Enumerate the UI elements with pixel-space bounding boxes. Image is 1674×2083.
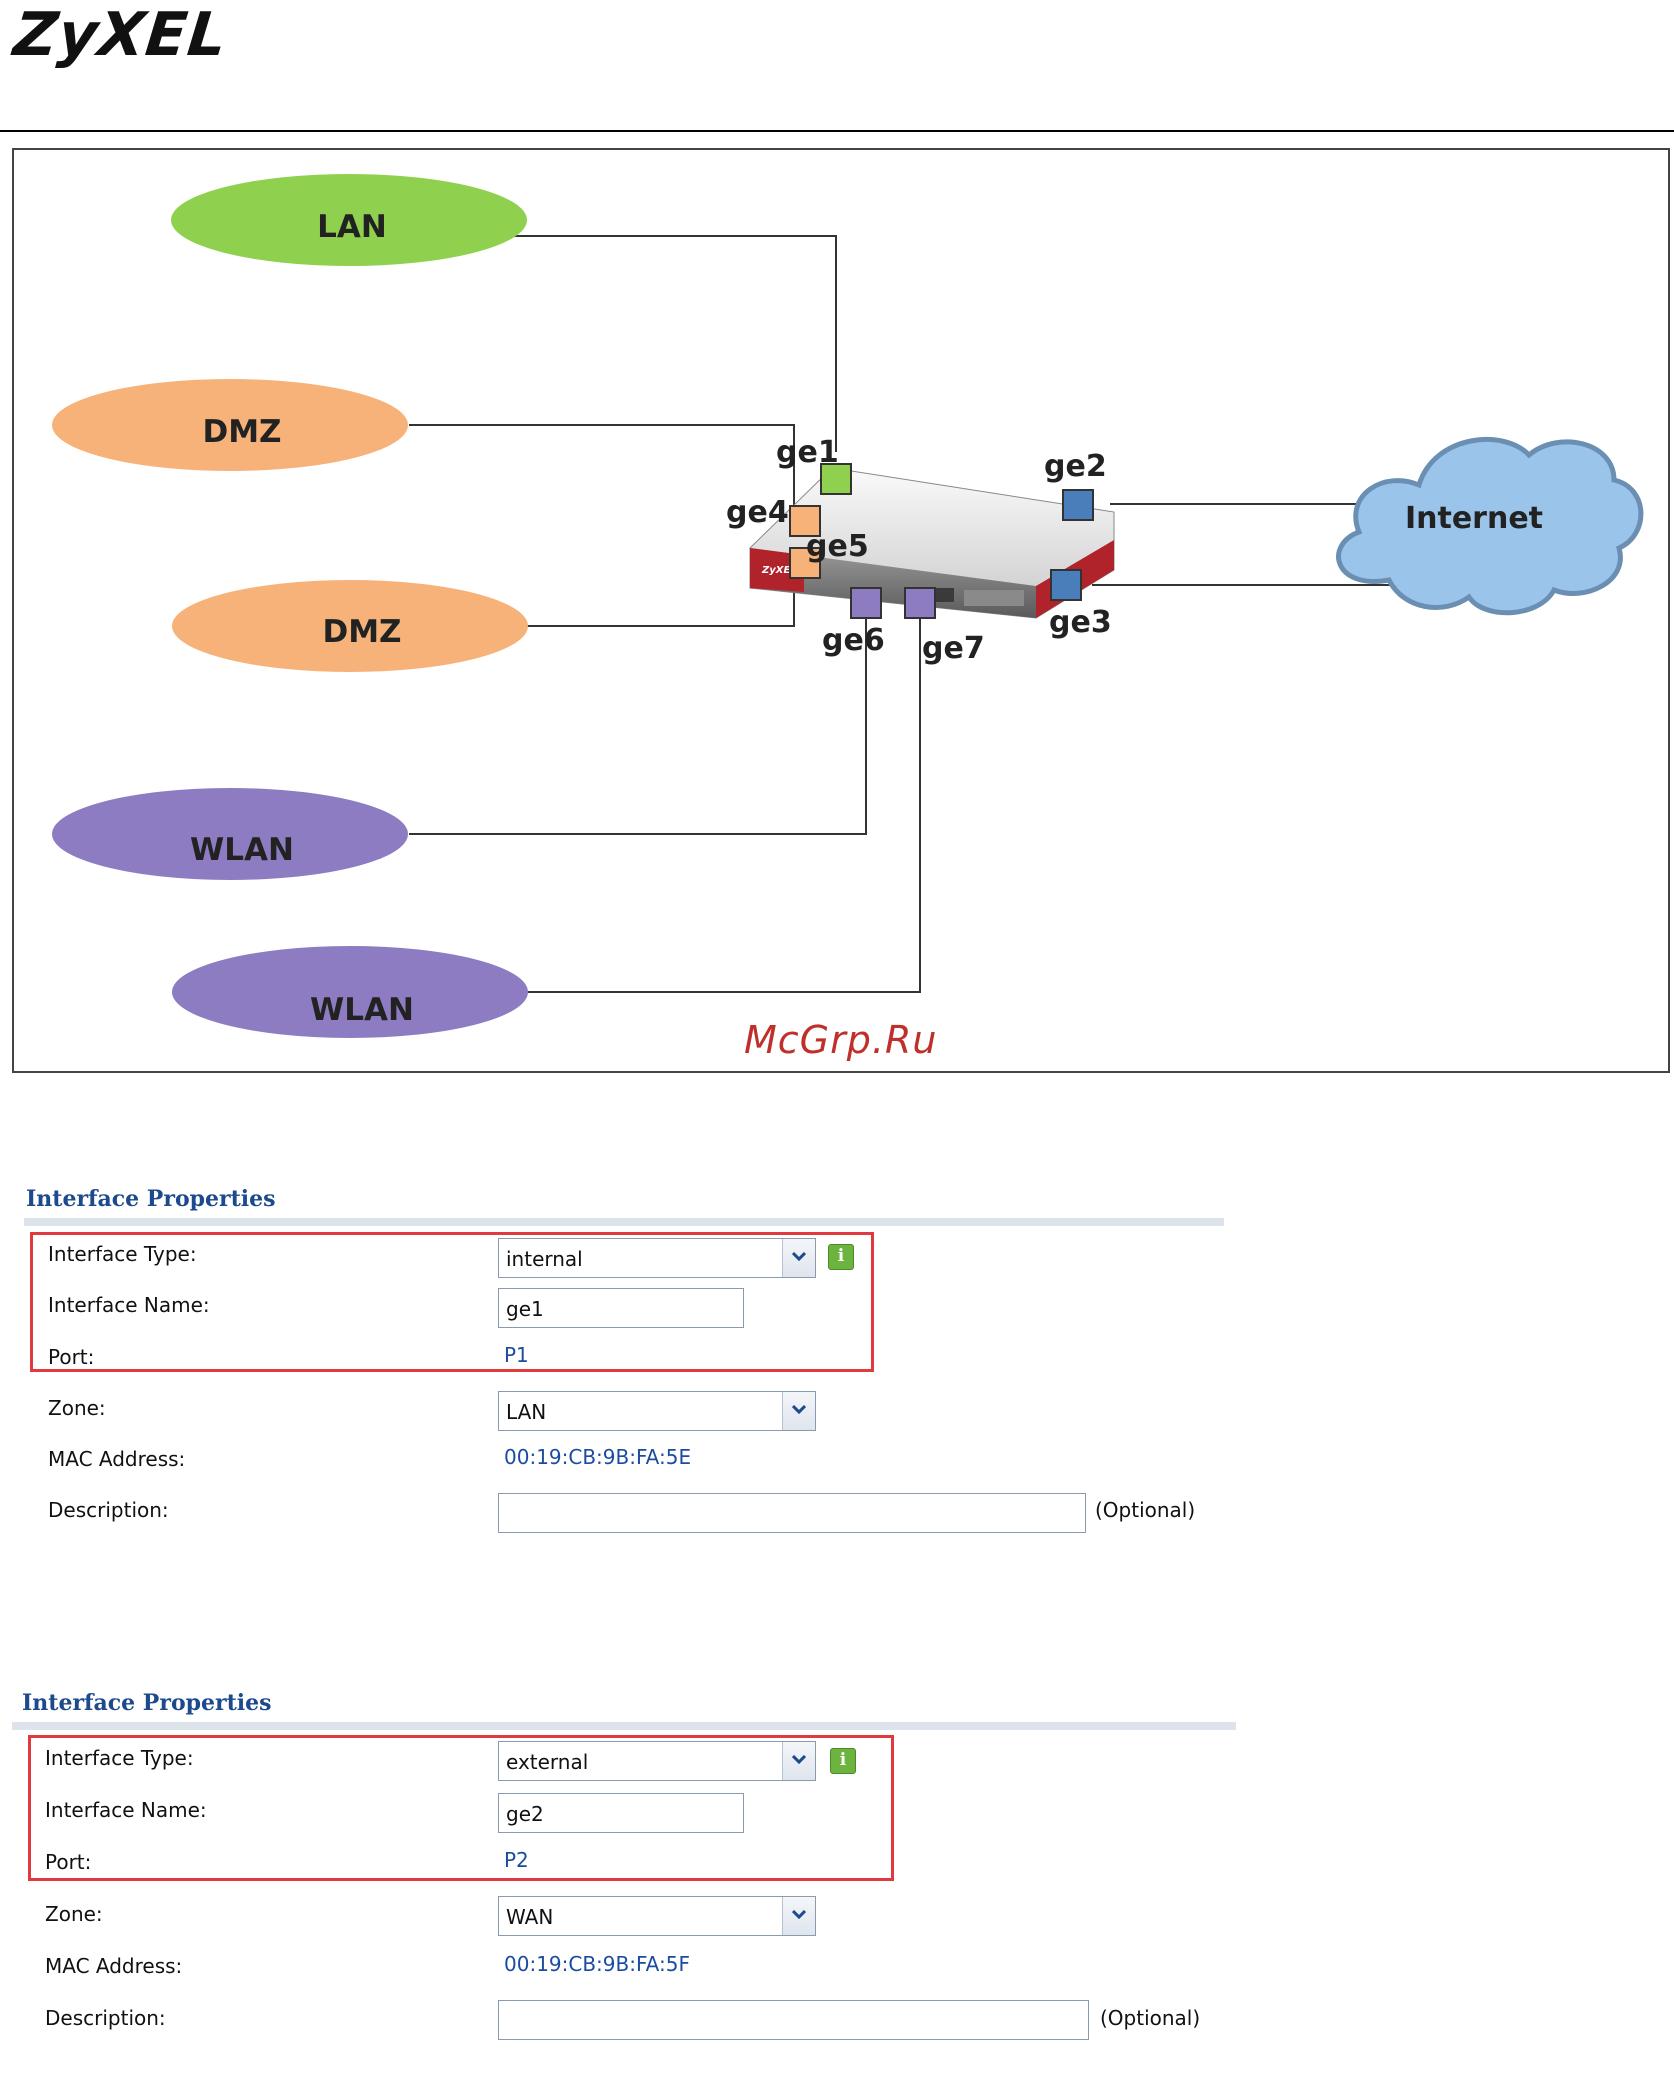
interface-properties-panel-1: Interface Properties Interface Type: int… [24,1186,1234,1536]
interface-properties-panel-2: Interface Properties Interface Type: ext… [12,1690,1236,2040]
description-label: Description: [48,1498,169,1522]
lan-zone-ellipse [171,174,527,266]
mac-address-label: MAC Address: [48,1447,186,1471]
line-lan-ge1 [509,235,837,452]
interface-type-select[interactable]: external [498,1741,816,1781]
port-ge3-square [1050,569,1082,601]
zone-select[interactable]: WAN [498,1896,816,1936]
network-diagram: LAN DMZ DMZ WLAN WLAN ZyXEL ge1 [12,148,1670,1073]
network-diagram-svg: LAN DMZ DMZ WLAN WLAN ZyXEL ge1 [52,174,1644,1038]
port-ge4-label: ge4 [726,495,789,530]
zone-value: LAN [506,1400,547,1424]
panel-title-bar [24,1218,1224,1226]
interface-name-input[interactable]: ge1 [498,1288,744,1328]
panel-title: Interface Properties [26,1186,276,1212]
watermark: McGrp.Ru [744,1018,938,1062]
port-ge5-square [789,547,821,579]
device-brand: ZyXEL [761,565,797,576]
dmz-zone-label-1: DMZ [202,414,281,450]
zone-label: Zone: [45,1902,103,1926]
interface-type-label: Interface Type: [48,1242,197,1266]
highlight-box [30,1232,874,1372]
port-value: P1 [504,1343,529,1367]
port-ge1-square [820,463,852,495]
port-ge2-square [1062,489,1094,521]
wlan-zone-label-1: WLAN [190,832,294,868]
port-value: P2 [504,1848,529,1872]
line-wlan-ge6 [409,598,867,835]
port-ge2-label: ge2 [1044,449,1107,484]
port-label: Port: [48,1345,95,1369]
optional-label: (Optional) [1100,2006,1201,2030]
port-ge6-label: ge6 [822,623,885,658]
lan-zone-label: LAN [317,209,387,245]
internet-cloud: Internet [1336,436,1644,616]
zone-value: WAN [506,1905,554,1929]
dmz-zone-ellipse-2 [172,580,528,672]
info-icon[interactable]: i [828,1244,854,1270]
chevron-down-icon[interactable] [782,1897,815,1935]
chevron-down-icon[interactable] [782,1742,815,1780]
interface-type-value: internal [506,1247,583,1271]
line-wlan-ge7 [526,598,921,993]
mac-address-value: 00:19:CB:9B:FA:5E [504,1445,692,1469]
port-ge3-label: ge3 [1049,605,1112,640]
interface-type-label: Interface Type: [45,1746,194,1770]
chevron-down-icon[interactable] [782,1239,815,1277]
internet-label: Internet [1405,501,1543,536]
line-dmz-ge4 [409,424,795,516]
mac-address-value: 00:19:CB:9B:FA:5F [504,1952,690,1976]
port-ge4-square [789,505,821,537]
port-ge6-square [850,587,882,619]
interface-name-input[interactable]: ge2 [498,1793,744,1833]
optional-label: (Optional) [1095,1498,1196,1522]
panel-title-bar [12,1722,1236,1730]
connection-lines [409,235,1396,993]
port-ge1-label: ge1 [776,435,839,470]
port-ge7-label: ge7 [922,631,985,666]
wlan-zone-ellipse-1 [52,788,408,880]
port-ge7-square [904,587,936,619]
interface-name-value: ge1 [506,1297,544,1321]
port-ge5-label: ge5 [806,529,869,564]
chevron-down-icon[interactable] [782,1392,815,1430]
interface-name-label: Interface Name: [48,1293,210,1317]
port-label: Port: [45,1850,92,1874]
zone-label: Zone: [48,1396,106,1420]
header-divider [0,130,1674,132]
interface-name-value: ge2 [506,1802,544,1826]
panel-title: Interface Properties [22,1690,272,1716]
highlight-box [28,1735,894,1881]
dmz-zone-label-2: DMZ [322,614,401,650]
zone-select[interactable]: LAN [498,1391,816,1431]
info-icon[interactable]: i [830,1748,856,1774]
wlan-zone-label-2: WLAN [310,992,414,1028]
description-input[interactable] [498,1493,1086,1533]
zyxel-logo: ZyXEL [10,0,231,70]
interface-type-value: external [506,1750,589,1774]
description-input[interactable] [498,2000,1089,2040]
mac-address-label: MAC Address: [45,1954,183,1978]
interface-name-label: Interface Name: [45,1798,207,1822]
interface-type-select[interactable]: internal [498,1238,816,1278]
wlan-zone-ellipse-2 [172,946,528,1038]
description-label: Description: [45,2006,166,2030]
dmz-zone-ellipse-1 [52,379,408,471]
